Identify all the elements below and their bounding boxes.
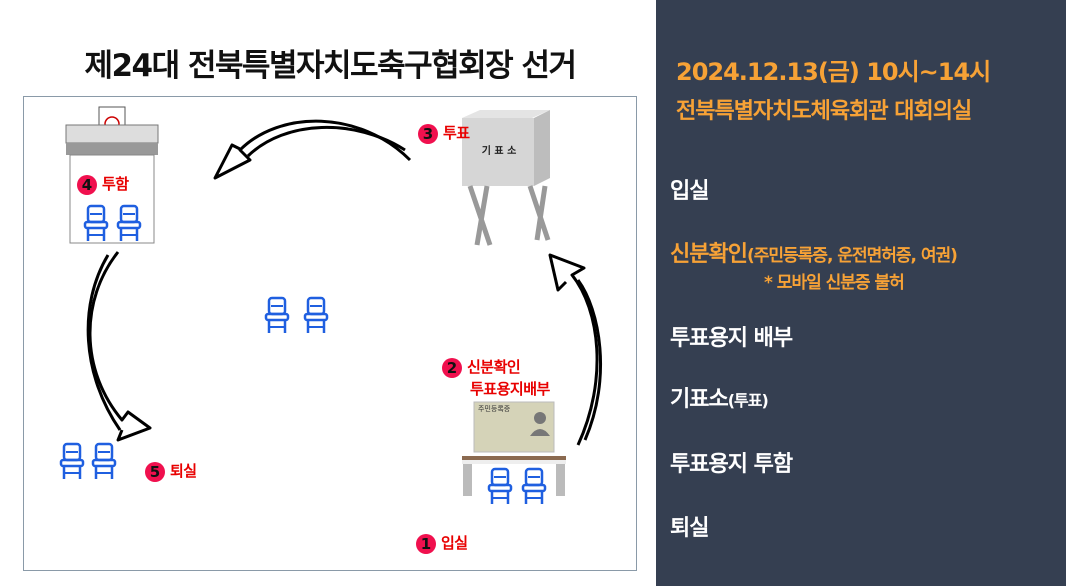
station-label-2: 투표용지배부 [470,379,550,398]
step-booth: 기표소(투표) [670,381,769,413]
step-badge: 5 [145,461,165,482]
step-id-check: 신분확인(주민등록증, 운전면허증, 여권) [670,236,958,268]
station-5: 5 퇴실 [145,460,197,482]
station-label: 입실 [441,534,468,552]
step-main: 신분확인 [670,242,748,267]
station-label: 신분확인 [467,358,521,376]
chair-icon [264,296,290,335]
booth-label: 기 표 소 [481,146,517,157]
step-sub: (주민등록증, 운전면허증, 여권) [746,246,958,266]
station-label: 투표 [443,124,470,142]
step-badge: 1 [416,533,436,554]
diagram-graphics [59,106,603,506]
step-badge: 4 [77,174,97,195]
arrow-id-to-booth [548,253,599,446]
arrow-booth-to-box [213,119,412,180]
page-title: 제24대 전북특별자치도축구협회장 선거 [84,48,577,84]
step-badge: 2 [442,357,462,378]
step-badge: 3 [418,123,438,144]
step-main: 기표소 [670,387,729,412]
step-sub: (투표) [727,391,769,410]
chair-icon [303,296,329,335]
step-exit: 퇴실 [670,516,709,541]
station-label: 투함 [102,175,129,193]
step-entry: 입실 [670,179,709,204]
station-1: 1 입실 [416,532,468,554]
voting-booth-icon [462,110,551,246]
step-ballot-issue: 투표용지 배부 [670,326,793,351]
chair-icon [521,467,547,506]
station-label: 퇴실 [170,462,197,480]
id-card-label: 주민등록증 [478,405,511,413]
id-card-icon [473,401,555,453]
arrow-box-to-exit [88,251,152,442]
step-ballot-cast: 투표용지 투함 [670,452,793,477]
election-venue: 전북특별자치도체육회관 대회의실 [676,99,972,124]
mobile-id-note: * 모바일 신분증 불허 [764,273,905,293]
chair-icon [59,442,85,481]
flow-arrows [86,119,603,446]
info-panel: 2024.12.13(금) 10시~14시 전북특별자치도체육회관 대회의실 입… [656,0,1066,586]
chair-icon [487,467,513,506]
chair-icon [91,442,117,481]
station-4: 4 투함 [77,173,129,195]
reception-table-icon [462,456,566,496]
election-datetime: 2024.12.13(금) 10시~14시 [676,58,991,86]
venue-layout-frame [23,96,637,571]
station-3: 3 투표 [418,122,470,144]
